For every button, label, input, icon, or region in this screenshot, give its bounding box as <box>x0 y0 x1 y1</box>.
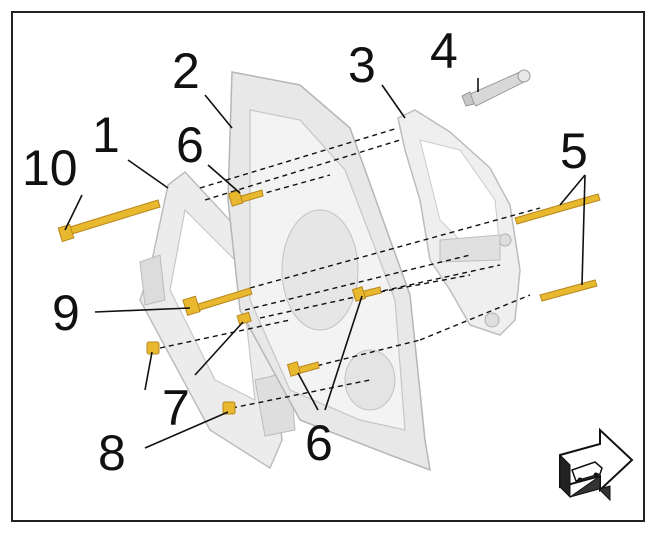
part-3-housing <box>397 109 521 336</box>
alignment-lines <box>159 127 541 409</box>
part-9-bolt <box>182 287 253 317</box>
part-5-bolt-upper <box>514 193 601 225</box>
callout-4: 4 <box>430 23 458 79</box>
callout-8: 8 <box>98 425 126 481</box>
part-6-bolt-upper <box>227 189 264 207</box>
callout-6-lower: 6 <box>305 415 333 471</box>
part-10-long-bolt <box>57 199 161 243</box>
part-8-nut-lower <box>222 401 236 415</box>
callout-7: 7 <box>162 380 190 436</box>
part-4-pin <box>461 69 531 107</box>
part-6-bolt-lower <box>286 361 320 377</box>
leader-lines <box>64 78 586 449</box>
part-7-clip <box>236 311 252 326</box>
forward-direction-vehicle-icon <box>559 427 634 502</box>
part-8-nut-upper <box>146 341 160 355</box>
callout-6-upper: 6 <box>176 117 204 173</box>
callout-9: 9 <box>52 285 80 341</box>
callout-3: 3 <box>348 37 376 93</box>
callout-10: 10 <box>22 140 78 196</box>
callout-5: 5 <box>560 123 588 179</box>
part-5-bolt-lower <box>539 279 598 302</box>
callout-1: 1 <box>92 107 120 163</box>
callout-2: 2 <box>172 43 200 99</box>
